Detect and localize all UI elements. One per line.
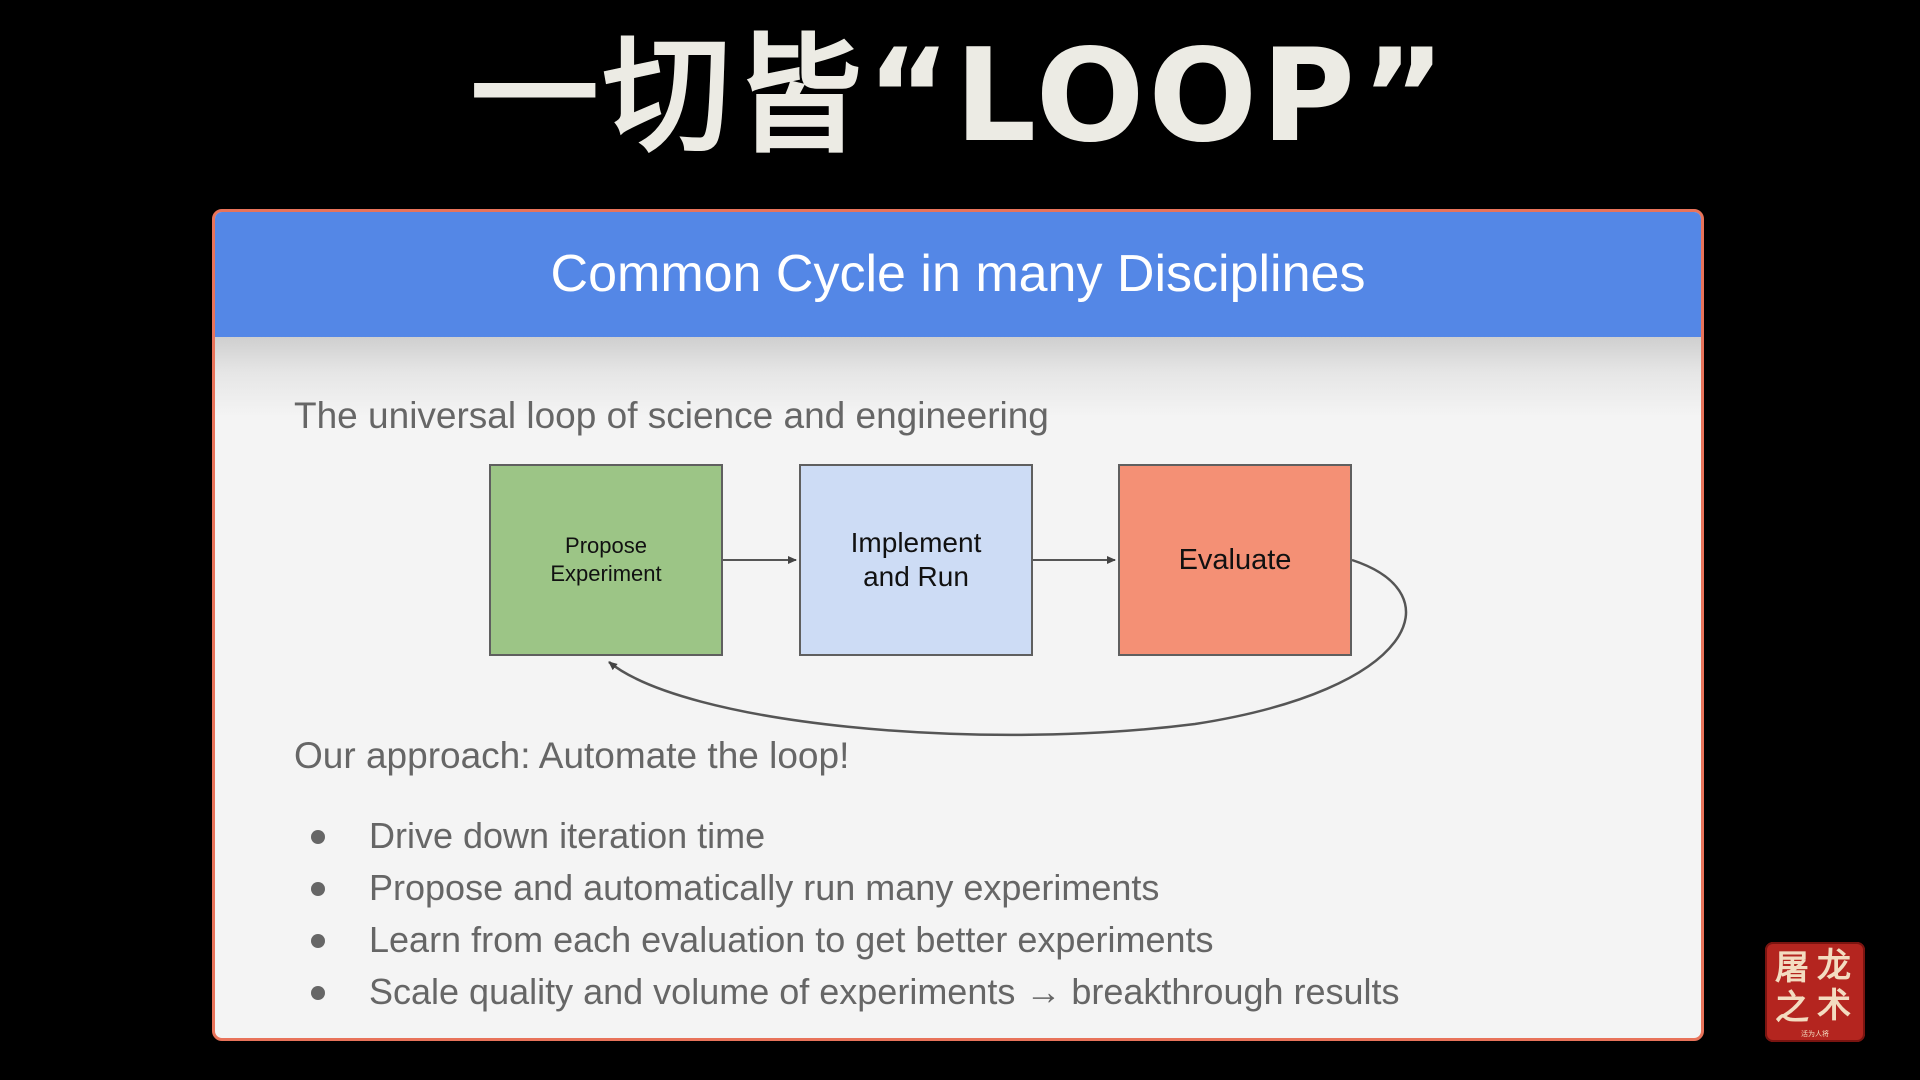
bullet-item: Propose and automatically run many exper…	[294, 862, 1400, 914]
slide: Common Cycle in many Disciplines The uni…	[212, 209, 1704, 1041]
bullet-dot-icon	[311, 986, 325, 1000]
logo-subtext: 活为人将	[1801, 1030, 1829, 1038]
bullet-item: Learn from each evaluation to get better…	[294, 914, 1400, 966]
node-implement-and-run: Implement and Run	[799, 464, 1033, 656]
node-propose-experiment: Propose Experiment	[489, 464, 723, 656]
channel-logo: 屠 龙 之 术 活为人将	[1765, 942, 1865, 1042]
bullet-dot-icon	[311, 882, 325, 896]
logo-char: 术	[1817, 986, 1851, 1026]
bullet-list: Drive down iteration time Propose and au…	[294, 810, 1400, 1018]
bullet-text: Scale quality and volume of experiments …	[369, 971, 1400, 1012]
bullet-dot-icon	[311, 934, 325, 948]
logo-char: 屠	[1775, 948, 1809, 988]
diagram-connectors	[608, 556, 1408, 737]
approach-heading: Our approach: Automate the loop!	[294, 735, 850, 776]
logo-char: 之	[1775, 988, 1809, 1028]
node-evaluate: Evaluate	[1118, 464, 1352, 656]
bullet-text: Drive down iteration time	[369, 815, 766, 856]
bullet-text: Learn from each evaluation to get better…	[369, 919, 1214, 960]
video-headline: 一切皆“LOOP”	[470, 22, 1450, 171]
header-shadow	[215, 337, 1701, 417]
arrow-evaluate-to-propose	[608, 558, 1408, 737]
slide-subtitle: The universal loop of science and engine…	[294, 395, 1049, 436]
bullet-item: Drive down iteration time	[294, 810, 1400, 862]
bullet-text: Propose and automatically run many exper…	[369, 867, 1160, 908]
slide-title: Common Cycle in many Disciplines	[215, 212, 1701, 337]
bullet-dot-icon	[311, 830, 325, 844]
logo-char: 龙	[1817, 946, 1851, 986]
bullet-item: Scale quality and volume of experiments …	[294, 966, 1400, 1018]
